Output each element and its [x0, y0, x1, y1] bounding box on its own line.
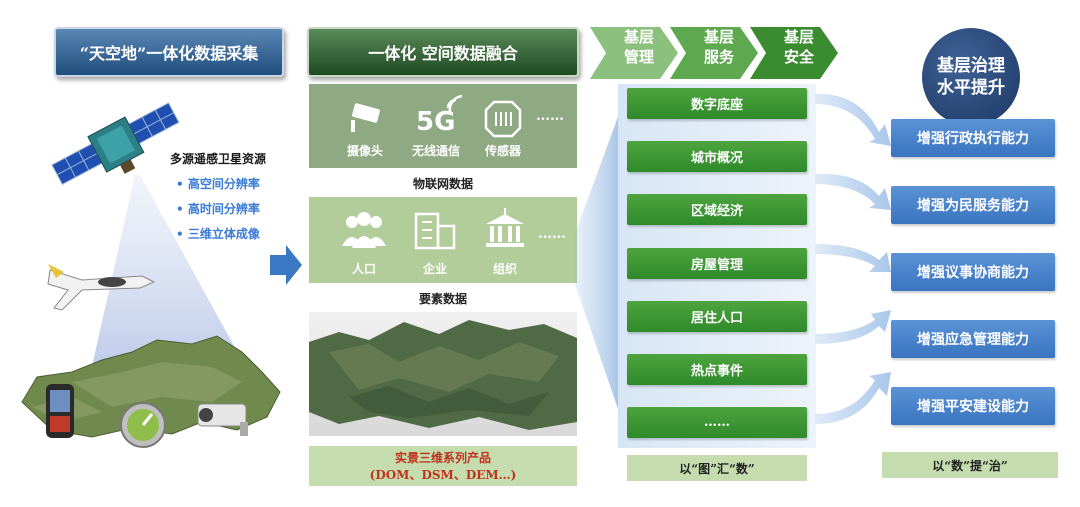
- item-housing: 房屋管理: [627, 248, 807, 279]
- chevron-safety: 基层安全: [766, 27, 832, 79]
- circle-line1: 基层治理: [937, 56, 1005, 76]
- product-label: 实景三维系列产品 (DOM、DSM、DEM…): [309, 446, 577, 486]
- bullet-2: • 三维立体成像: [176, 227, 260, 241]
- capability-administration: 增强行政执行能力: [891, 119, 1055, 157]
- iot-more: ……: [536, 108, 564, 124]
- gauge-icon: [120, 402, 166, 448]
- capability-consultation: 增强议事协商能力: [891, 253, 1055, 291]
- scan-beam: [90, 175, 250, 375]
- chevron-service: 基层服务: [686, 27, 752, 79]
- iot-label-wireless: 无线通信: [411, 144, 460, 158]
- bullet-1: • 高时间分辨率: [176, 202, 260, 216]
- capability-public-service: 增强为民服务能力: [891, 186, 1055, 224]
- middle-header-label: 一体化 空间数据融合: [368, 44, 518, 63]
- chevron-service-line1: 基层: [703, 28, 734, 46]
- capability-safety: 增强平安建设能力: [891, 387, 1055, 425]
- item-city-overview: 城市概况: [627, 141, 807, 172]
- chevron-bar: [590, 27, 838, 79]
- chevron-management-line1: 基层: [623, 28, 654, 46]
- capability-emergency: 增强应急管理能力: [891, 320, 1055, 358]
- flow-arrows: [815, 93, 891, 424]
- bullet-0: • 高空间分辨率: [176, 177, 260, 191]
- building-icon: [414, 212, 456, 250]
- left-header-label: “天空地”一体化数据采集: [79, 44, 259, 63]
- airplane-icon: [47, 264, 156, 311]
- product-line2: (DOM、DSM、DEM…): [369, 468, 517, 482]
- item-digital-base: 数字底座: [627, 88, 807, 119]
- left-header: “天空地”一体化数据采集: [54, 27, 284, 77]
- chevron-management: 基层管理: [606, 27, 672, 79]
- chevron-safety-line2: 安全: [783, 48, 814, 66]
- element-caption: 要素数据: [418, 292, 467, 306]
- iot-label-sensor: 传感器: [484, 144, 521, 158]
- funnel-shape: [575, 84, 630, 444]
- circle-line2: 水平提升: [937, 78, 1005, 98]
- satellite-icon: [51, 102, 180, 186]
- gps-device-icon: [46, 384, 74, 438]
- camera-icon: [351, 103, 380, 132]
- government-icon: [486, 208, 524, 247]
- item-regional-economy: 区域经济: [627, 194, 807, 225]
- element-label-enterprise: 企业: [422, 262, 447, 276]
- blue-footer: 以“数”提“治”: [882, 452, 1058, 478]
- middle-header: 一体化 空间数据融合: [307, 27, 579, 77]
- satellite-title: 多源遥感卫星资源: [170, 152, 267, 166]
- right-arrow-icon: [270, 245, 302, 285]
- governance-circle: 基层治理 水平提升: [922, 28, 1020, 126]
- sensor-icon: [484, 100, 522, 138]
- iot-label-camera: 摄像头: [346, 144, 383, 158]
- chevron-management-line2: 管理: [623, 48, 654, 66]
- camera-device-icon: [197, 403, 248, 436]
- 5g-icon: 5G: [416, 94, 463, 136]
- people-icon: [342, 212, 386, 248]
- chevron-safety-line1: 基层: [783, 28, 814, 46]
- item-more: ……: [627, 407, 807, 438]
- green-footer: 以“图”汇“数”: [627, 455, 807, 481]
- product-line1: 实景三维系列产品: [394, 451, 491, 465]
- item-hot-events: 热点事件: [627, 354, 807, 385]
- chevron-service-line2: 服务: [703, 48, 734, 66]
- iot-caption: 物联网数据: [412, 177, 473, 191]
- element-label-population: 人口: [351, 262, 376, 276]
- element-label-organization: 组织: [492, 262, 517, 276]
- item-residents: 居住人口: [627, 301, 807, 332]
- element-more: ……: [538, 226, 566, 242]
- 3d-terrain-image: [309, 312, 577, 436]
